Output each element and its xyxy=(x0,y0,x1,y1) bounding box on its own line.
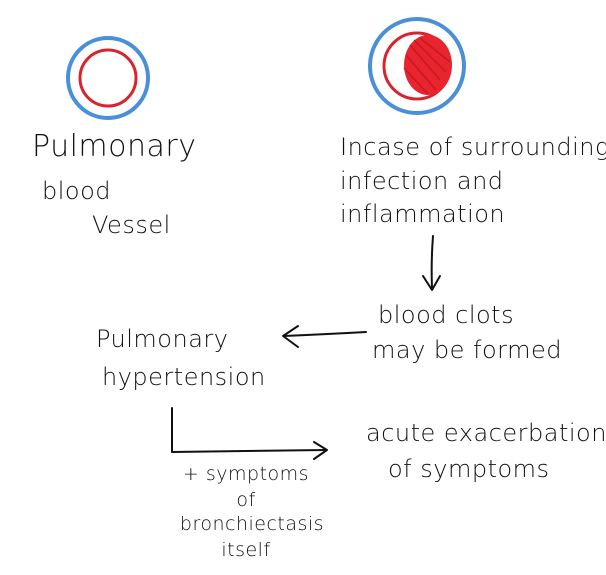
bronchiectasis-line1: + symptoms xyxy=(182,463,310,485)
right-vessel-line2: infection and xyxy=(340,167,504,195)
exacerbation-line1: acute exacerbation xyxy=(366,419,606,447)
normal-vessel-outer-ring xyxy=(66,36,150,120)
blood-clot-scribble xyxy=(403,37,451,95)
left-vessel-line1: Pulmonary xyxy=(32,129,197,164)
normal-vessel-inner-ring xyxy=(78,48,138,108)
left-vessel-line3: Vessel xyxy=(92,211,171,239)
hypertension-line1: Pulmonary xyxy=(96,325,229,353)
clotted-vessel-icon xyxy=(368,17,466,115)
normal-vessel-icon xyxy=(66,36,150,120)
clots-line2: may be formed xyxy=(372,336,563,364)
right-vessel-line3: inflammation xyxy=(340,200,506,228)
bronchiectasis-line2: of xyxy=(236,489,256,511)
bronchiectasis-line3: bronchiectasis xyxy=(179,513,325,535)
hypertension-line2: hypertension xyxy=(102,363,266,391)
down-arrow-icon xyxy=(422,235,441,291)
left-vessel-line2: blood xyxy=(42,177,112,205)
left-arrow-icon xyxy=(282,325,367,348)
bronchiectasis-line4: itself xyxy=(221,539,271,561)
exacerbation-line2: of symptoms xyxy=(388,455,550,483)
clots-line1: blood clots xyxy=(378,301,515,329)
branch-arrow-icon xyxy=(171,407,328,460)
right-vessel-line1: Incase of surrounding xyxy=(340,133,606,161)
clotted-vessel-outer-ring xyxy=(368,17,466,115)
